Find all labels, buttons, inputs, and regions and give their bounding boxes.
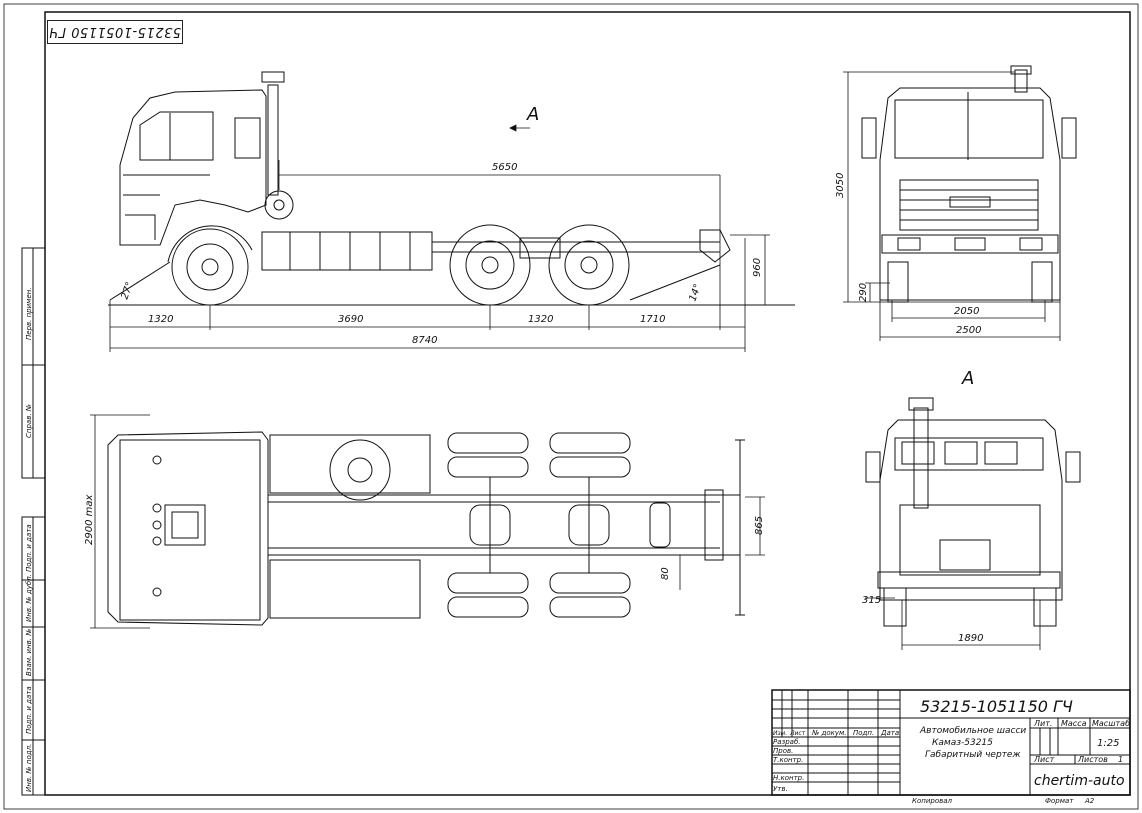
strip-label-ref: Справ. № xyxy=(25,404,33,438)
copied-label: Копировал xyxy=(912,797,953,805)
dim-290: 290 xyxy=(858,283,869,302)
side-strip xyxy=(21,247,46,796)
sheets-label: Листов xyxy=(1077,755,1108,764)
strip-label-orig-inv: Инв. № подл. xyxy=(25,744,33,792)
strip-label-repl-inv: Взам. инв. № xyxy=(25,628,33,676)
hdr-podp: Подп. xyxy=(853,729,874,737)
sheet-label: Лист xyxy=(1033,755,1055,764)
hdr-izm: Изм. xyxy=(773,730,787,737)
dim-315: 315 xyxy=(862,595,881,606)
rear-view-dim-text: А 315 1890 xyxy=(862,368,983,644)
row-prov: Пров. xyxy=(773,747,793,755)
row-tkontr: Т.контр. xyxy=(773,756,803,764)
dim-3050: 3050 xyxy=(835,173,846,198)
side-strip-labels: Перв. примен. Справ. № Подп. и дата Инв.… xyxy=(25,287,33,792)
col-mass: Масса xyxy=(1061,719,1087,728)
view-label-a-rear: А xyxy=(961,368,974,389)
sheet-border xyxy=(3,3,1139,810)
cab-outline xyxy=(119,89,267,246)
row-razrab: Разраб. xyxy=(773,738,801,746)
view-label-a: А xyxy=(526,104,539,125)
title-name-line2: Камаз-53215 xyxy=(932,738,993,748)
dim-5650: 5650 xyxy=(492,162,517,173)
row-utv: Утв. xyxy=(773,785,788,793)
dim-2050: 2050 xyxy=(954,306,979,317)
dim-80: 80 xyxy=(660,567,671,580)
title-block xyxy=(771,689,1131,796)
hdr-list: Лист xyxy=(789,730,806,737)
title-block-text: 53215-1051150 ГЧ Автомобильное шасси Кам… xyxy=(773,697,1130,805)
strip-label-first-use: Перв. примен. xyxy=(25,287,33,340)
org-name: chertim-auto xyxy=(1034,773,1125,789)
col-lit: Лит. xyxy=(1033,719,1052,728)
title-doc-number: 53215-1051150 ГЧ xyxy=(920,697,1073,716)
strip-label-sign-date-2: Подп. и дата xyxy=(25,686,33,734)
dim-8740: 8740 xyxy=(412,335,437,346)
top-view xyxy=(107,431,745,626)
hdr-doc: № докум. xyxy=(811,729,847,737)
side-view-dims xyxy=(109,124,770,352)
angle-front: 27° xyxy=(119,281,135,301)
top-view-dims xyxy=(90,414,765,629)
dim-960: 960 xyxy=(752,258,763,277)
dim-1320-rear: 1320 xyxy=(528,314,553,325)
dim-1320-front: 1320 xyxy=(148,314,173,325)
angle-rear: 14° xyxy=(687,283,703,303)
format-value: А2 xyxy=(1084,797,1095,805)
title-name-line3: Габаритный чертеж xyxy=(925,750,1021,760)
title-name-line1: Автомобильное шасси xyxy=(919,726,1026,736)
dim-2500: 2500 xyxy=(956,325,981,336)
dim-865: 865 xyxy=(754,516,765,535)
sheets-count: 1 xyxy=(1118,755,1123,764)
rear-view-dims xyxy=(865,597,1041,650)
front-view xyxy=(861,65,1077,303)
col-scale: Масштаб xyxy=(1092,719,1130,728)
strip-label-sign-date-1: Подп. и дата xyxy=(25,524,33,572)
dim-2900-max: 2900 max xyxy=(84,495,95,545)
rear-view xyxy=(865,397,1081,627)
dim-3690: 3690 xyxy=(338,314,363,325)
scale-value: 1:25 xyxy=(1097,738,1119,749)
drawing-frame xyxy=(44,11,1131,796)
side-view xyxy=(108,71,795,306)
front-view-dims xyxy=(843,71,1061,341)
dim-1890: 1890 xyxy=(958,633,983,644)
row-nkontr: Н.контр. xyxy=(773,774,804,782)
front-view-dim-text: 3050 290 2050 2500 xyxy=(835,173,981,336)
dim-1710: 1710 xyxy=(640,314,665,325)
format-label: Формат xyxy=(1045,797,1074,805)
strip-label-dup-inv: Инв. № дубл. xyxy=(25,574,33,622)
hdr-data: Дата xyxy=(880,729,899,737)
top-view-dim-text: 2900 max 865 80 xyxy=(84,495,765,580)
side-view-dim-text: А 5650 1320 3690 1320 1710 8740 960 27° … xyxy=(119,104,763,346)
